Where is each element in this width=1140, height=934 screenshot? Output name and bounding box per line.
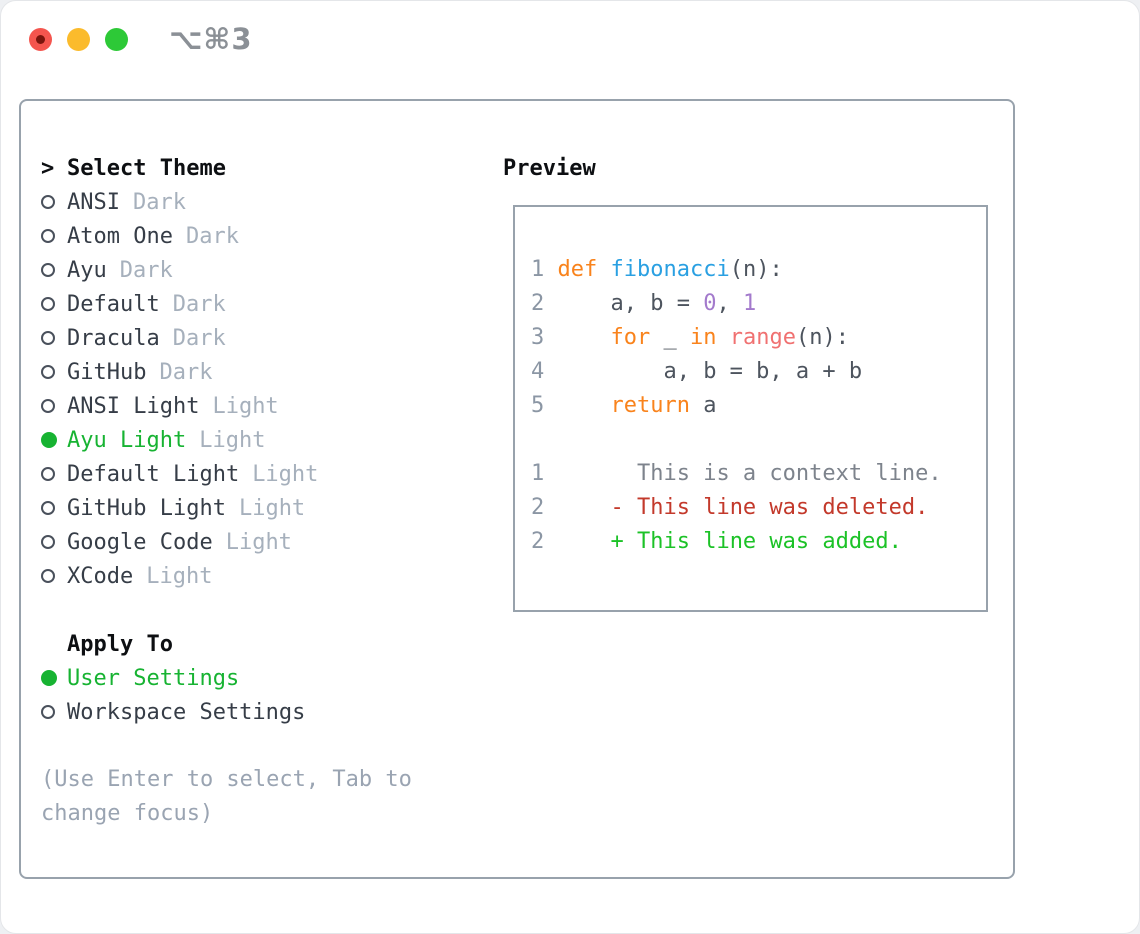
radio-icon: [41, 535, 55, 549]
theme-variant-tag: Dark: [185, 223, 239, 249]
radio-icon: [41, 501, 55, 515]
titlebar: ⌥⌘3: [29, 22, 253, 56]
theme-option-ayu[interactable]: Ayu Dark: [41, 253, 471, 287]
minimize-button[interactable]: [67, 28, 90, 51]
theme-variant-tag: Dark: [132, 189, 186, 215]
preview-line-code: 4 a, b = b, a + b: [531, 359, 863, 384]
theme-variant-tag: Light: [199, 427, 266, 453]
select-theme-title: Select Theme: [67, 155, 226, 181]
theme-variant-tag: Light: [225, 529, 292, 555]
preview-line-diff-added: 2 + This line was added.: [531, 529, 902, 554]
theme-variant-tag: Light: [238, 495, 306, 521]
theme-option-default[interactable]: Default Dark: [41, 287, 471, 321]
theme-variant-tag: Dark: [119, 257, 173, 283]
radio-icon: [41, 229, 55, 243]
preview-line-diff-context: 1 This is a context line.: [531, 461, 942, 486]
option-label: Ayu Light: [67, 427, 187, 453]
prompt-icon: >: [41, 155, 55, 181]
option-label: User Settings: [67, 665, 240, 691]
option-label: Atom One: [67, 223, 173, 249]
preview-line-diff-deleted: 2 - This line was deleted.: [531, 495, 929, 520]
select-theme-header: > Select Theme: [41, 151, 471, 185]
theme-variant-tag: Light: [212, 393, 279, 419]
radio-icon: [41, 263, 55, 277]
radio-icon: [41, 569, 55, 583]
theme-option-github[interactable]: GitHub Dark: [41, 355, 471, 389]
theme-variant-tag: Light: [146, 563, 213, 589]
theme-option-ansi[interactable]: ANSI Dark: [41, 185, 471, 219]
preview-line-code: 5 return a: [531, 393, 717, 418]
option-label: XCode: [67, 563, 134, 589]
radio-icon: [41, 331, 55, 345]
theme-option-ansi-light[interactable]: ANSI Light Light: [41, 389, 471, 423]
option-label: Default Light: [67, 461, 240, 487]
theme-option-xcode[interactable]: XCode Light: [41, 559, 471, 593]
option-label: Workspace Settings: [67, 699, 306, 725]
option-label: ANSI: [67, 189, 120, 215]
preview-pane: 1 def fibonacci(n): 2 a, b = 0, 1 3 for _ …: [513, 205, 988, 612]
radio-icon: [41, 297, 55, 311]
option-label: Google Code: [67, 529, 213, 555]
preview-code: 1 def fibonacci(n): 2 a, b = 0, 1 3 for _ …: [531, 253, 970, 559]
preview-line-code: 1 def fibonacci(n):: [531, 257, 783, 282]
theme-option-default-light[interactable]: Default Light Light: [41, 457, 471, 491]
theme-option-google-code[interactable]: Google Code Light: [41, 525, 471, 559]
option-label: GitHub Light: [67, 495, 226, 521]
preview-title: Preview: [503, 155, 596, 181]
theme-variant-tag: Dark: [159, 359, 213, 385]
theme-option-atom-one[interactable]: Atom One Dark: [41, 219, 471, 253]
preview-line-code: 2 a, b = 0, 1: [531, 291, 757, 316]
theme-variant-tag: Dark: [172, 325, 226, 351]
theme-option-dracula[interactable]: Dracula Dark: [41, 321, 471, 355]
apply-option-workspace-settings[interactable]: Workspace Settings: [41, 695, 471, 729]
radio-icon: [41, 467, 55, 481]
radio-selected-icon: [41, 670, 57, 686]
keyboard-shortcut-label: ⌥⌘3: [169, 22, 253, 56]
close-button[interactable]: [29, 28, 52, 51]
theme-option-ayu-light[interactable]: Ayu Light Light: [41, 423, 471, 457]
option-label: Default: [67, 291, 160, 317]
option-label: Ayu: [67, 257, 107, 283]
option-label: GitHub: [67, 359, 147, 385]
radio-selected-icon: [41, 432, 57, 448]
option-label: ANSI Light: [67, 393, 200, 419]
theme-variant-tag: Dark: [172, 291, 226, 317]
hint-text: (Use Enter to select, Tab to change focu…: [41, 767, 412, 826]
radio-icon: [41, 195, 55, 209]
radio-icon: [41, 399, 55, 413]
apply-to-header: Apply To: [41, 627, 471, 661]
zoom-button[interactable]: [105, 28, 128, 51]
option-label: Dracula: [67, 325, 160, 351]
radio-icon: [41, 365, 55, 379]
theme-option-github-light[interactable]: GitHub Light Light: [41, 491, 471, 525]
radio-icon: [41, 705, 55, 719]
apply-to-title: Apply To: [67, 631, 173, 657]
theme-variant-tag: Light: [252, 461, 319, 487]
preview-line-code: 3 for _ in range(n):: [531, 325, 849, 350]
preview-line-blank: [531, 423, 970, 457]
apply-option-user-settings[interactable]: User Settings: [41, 661, 471, 695]
